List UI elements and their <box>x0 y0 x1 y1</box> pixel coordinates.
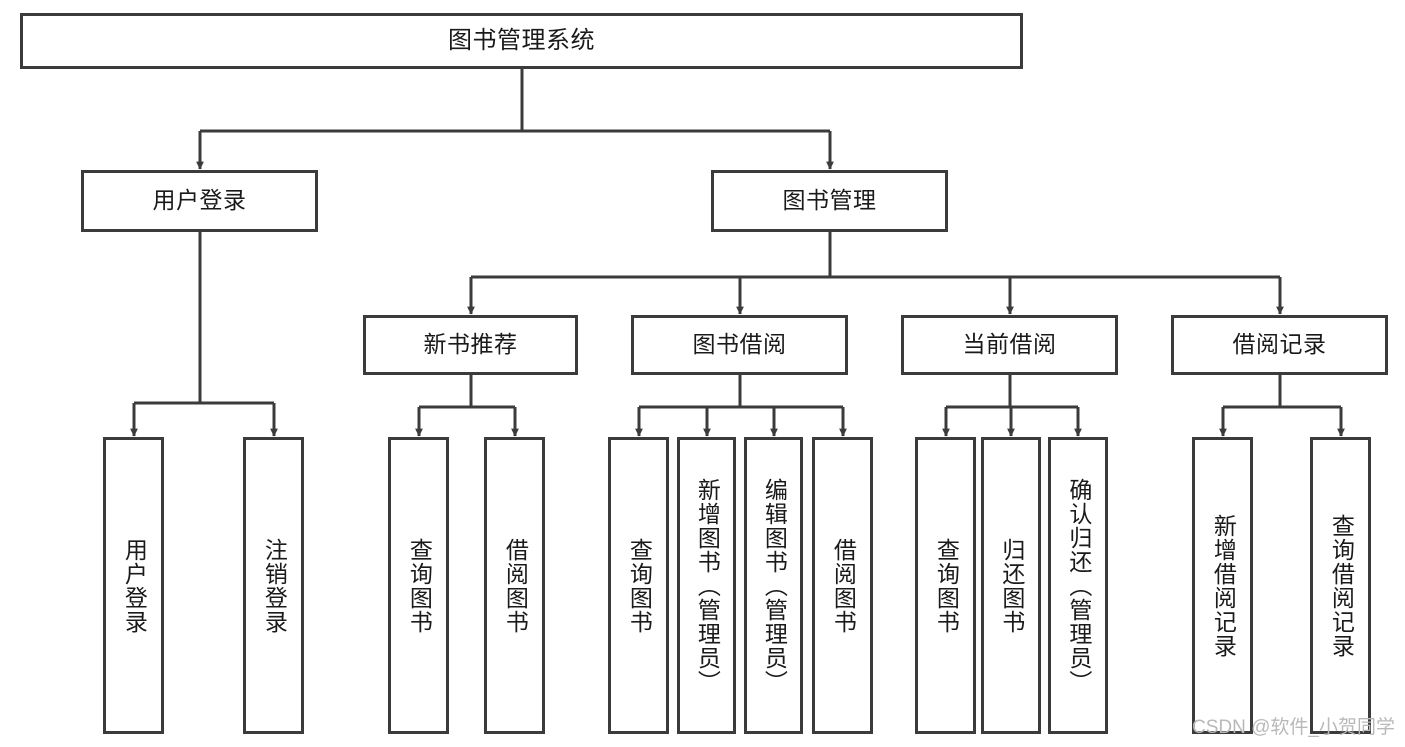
node-label: 查询图书 <box>933 537 960 634</box>
node-label: 当前借阅 <box>962 331 1057 358</box>
node-label: 查询图书 <box>406 537 433 634</box>
node-book-manage[interactable]: 图书管理 <box>711 170 948 232</box>
node-label: 图书管理系统 <box>448 26 595 54</box>
node-leaf-confirm-return-admin[interactable]: 确认归还（管理员） <box>1048 437 1108 734</box>
node-leaf-return-book[interactable]: 归还图书 <box>981 437 1041 734</box>
node-label: 注销登录 <box>261 537 288 634</box>
node-label: 图书管理 <box>782 187 877 214</box>
node-label: 借阅图书 <box>502 537 529 634</box>
node-leaf-query-book-rec[interactable]: 查询图书 <box>388 437 449 734</box>
node-label: 归还图书 <box>998 537 1025 634</box>
node-leaf-borrow-book-rec[interactable]: 借阅图书 <box>484 437 545 734</box>
node-label: 查询图书 <box>626 537 653 634</box>
node-new-book-recommend[interactable]: 新书推荐 <box>363 315 578 375</box>
node-leaf-add-book-admin[interactable]: 新增图书（管理员） <box>677 437 736 734</box>
node-leaf-user-login[interactable]: 用户登录 <box>103 437 164 734</box>
node-borrow-record[interactable]: 借阅记录 <box>1171 315 1388 375</box>
node-leaf-query-borrow-record[interactable]: 查询借阅记录 <box>1310 437 1371 734</box>
node-book-borrow[interactable]: 图书借阅 <box>631 315 848 375</box>
node-label: 用户登录 <box>121 537 148 634</box>
node-label: 新增借阅记录 <box>1210 513 1237 658</box>
node-leaf-query-book-current[interactable]: 查询图书 <box>915 437 976 734</box>
node-label: 借阅记录 <box>1232 331 1327 358</box>
node-leaf-logout[interactable]: 注销登录 <box>243 437 304 734</box>
watermark: CSDN @软件_小贺同学 <box>1192 717 1395 738</box>
node-current-borrow[interactable]: 当前借阅 <box>901 315 1118 375</box>
node-root[interactable]: 图书管理系统 <box>20 13 1023 69</box>
edge-group <box>130 69 1345 437</box>
node-leaf-borrow-book[interactable]: 借阅图书 <box>812 437 873 734</box>
node-leaf-query-book-borrow[interactable]: 查询图书 <box>608 437 669 734</box>
node-user-login[interactable]: 用户登录 <box>81 170 318 232</box>
node-label: 确认归还（管理员） <box>1065 477 1092 694</box>
node-label: 用户登录 <box>152 187 247 214</box>
node-leaf-edit-book-admin[interactable]: 编辑图书（管理员） <box>744 437 803 734</box>
node-label: 编辑图书（管理员） <box>761 477 788 694</box>
node-leaf-add-borrow-record[interactable]: 新增借阅记录 <box>1192 437 1253 734</box>
node-label: 新书推荐 <box>423 331 518 358</box>
node-label: 借阅图书 <box>830 537 857 634</box>
node-label: 查询借阅记录 <box>1328 513 1355 658</box>
node-label: 图书借阅 <box>692 331 787 358</box>
node-label: 新增图书（管理员） <box>694 477 721 694</box>
